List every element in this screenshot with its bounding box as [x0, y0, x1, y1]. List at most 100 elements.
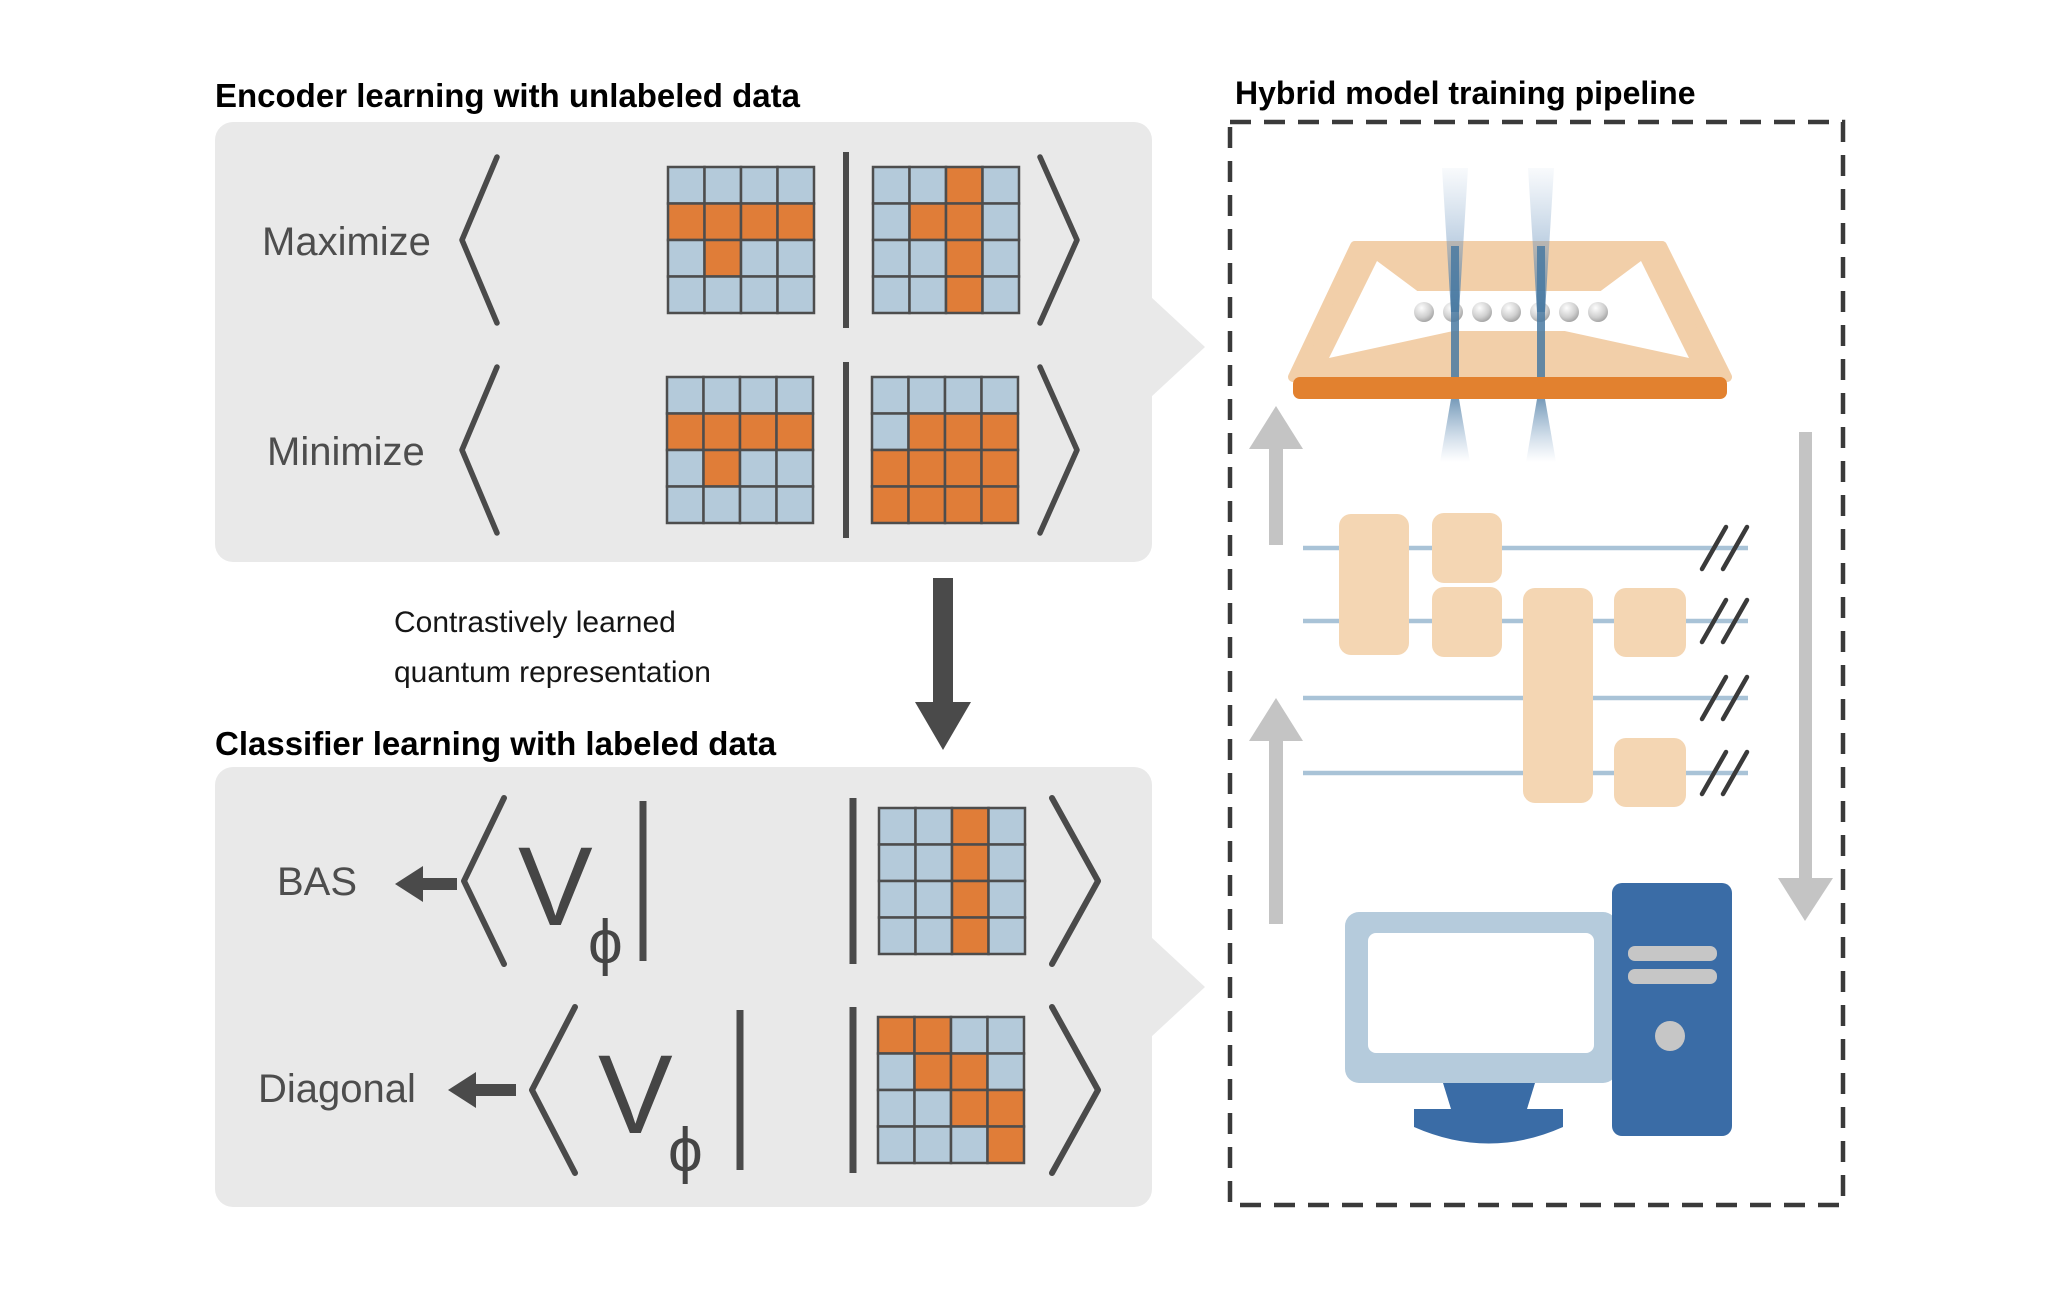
bra-bracket-icon [529, 1004, 578, 1176]
grid-cell [776, 165, 816, 205]
grid-cell [986, 1088, 1026, 1128]
grid-cell [944, 275, 984, 315]
grid-cell [980, 375, 1020, 415]
down-arrow-head [915, 702, 971, 750]
grid-cell [981, 202, 1021, 242]
grid-cell [987, 806, 1027, 846]
quantum-gate [1339, 514, 1409, 655]
grid-cell [665, 485, 705, 525]
grid-cell [908, 238, 948, 278]
grid-cell [943, 412, 983, 452]
tower-vent [1628, 946, 1717, 961]
grid-cell [980, 485, 1020, 525]
grid-cell [908, 275, 948, 315]
grid-cell [914, 843, 954, 883]
grid-cell [913, 1052, 953, 1092]
ket-bracket-icon [1037, 154, 1080, 326]
grid-cell [775, 448, 815, 488]
grid-cell [987, 879, 1027, 919]
grid-cell [914, 916, 954, 956]
transition-caption-line1: Contrastively learned [394, 606, 676, 639]
grid-cell [944, 165, 984, 205]
grid-cell [943, 485, 983, 525]
power-button [1655, 1021, 1685, 1051]
grid-cell [775, 375, 815, 415]
classifier-row-bas: BAS V ϕ [277, 795, 1101, 977]
grid-cell [908, 202, 948, 242]
upload-arrow-icon [1249, 698, 1303, 924]
grid-cell [739, 275, 779, 315]
trapped-ion [1472, 302, 1492, 322]
grid-cell [913, 1088, 953, 1128]
grid-cell [776, 202, 816, 242]
grid-cell [776, 238, 816, 278]
grid-cell [870, 448, 910, 488]
encoder-row-maximize: Maximize [262, 152, 1080, 328]
grid-cell [871, 238, 911, 278]
quantum-gate [1614, 588, 1686, 657]
grid-cell [907, 448, 947, 488]
quantum-gate [1523, 588, 1593, 803]
grid-cell [666, 202, 706, 242]
grid-cell [666, 275, 706, 315]
maximize-right-pattern-grid [871, 165, 1021, 315]
diagonal-label: Diagonal [258, 1067, 416, 1111]
grid-cell [980, 448, 1020, 488]
grid-cell [738, 412, 778, 452]
bra-bracket-icon [459, 364, 500, 536]
trapped-ion [1414, 302, 1434, 322]
grid-cell [981, 275, 1021, 315]
grid-cell [775, 485, 815, 525]
encoder-panel: Encoder learning with unlabeled data Max… [215, 77, 1205, 562]
transition-annotation: Contrastively learned quantum representa… [394, 578, 971, 750]
grid-cell [739, 202, 779, 242]
grid-cell [914, 806, 954, 846]
grid-cell [871, 165, 911, 205]
grid-cell [738, 448, 778, 488]
grid-cell [665, 412, 705, 452]
quantum-gate [1432, 513, 1502, 583]
ket-bracket-icon [1049, 795, 1101, 967]
grid-cell [776, 275, 816, 315]
grid-cell [981, 238, 1021, 278]
down-arrow-shaft [933, 578, 953, 704]
bas-pattern-grid [877, 806, 1027, 956]
grid-cell [775, 412, 815, 452]
encoder-panel-title: Encoder learning with unlabeled data [215, 77, 801, 114]
ion-trap-icon [1288, 168, 1732, 462]
quantum-gate [1432, 587, 1502, 657]
computer-icon [1345, 883, 1732, 1144]
grid-cell [870, 485, 910, 525]
pipeline-title: Hybrid model training pipeline [1235, 75, 1695, 111]
encoder-row-minimize: Minimize [267, 362, 1080, 538]
grid-cell [950, 843, 990, 883]
grid-cell [877, 916, 917, 956]
wire-break-marks [1699, 524, 1750, 797]
download-arrow-icon [1778, 432, 1833, 921]
maximize-label: Maximize [262, 220, 431, 264]
left-arrow-icon [395, 866, 457, 902]
grid-cell [876, 1125, 916, 1165]
classifier-operator-subscript: ϕ [668, 1116, 703, 1185]
grid-cell [944, 202, 984, 242]
trapped-ion [1588, 302, 1608, 322]
grid-cell [665, 375, 705, 415]
laser-beam-icon [1526, 168, 1556, 462]
classifier-panel-pointer [1151, 937, 1205, 1037]
grid-cell [877, 806, 917, 846]
bas-label: BAS [277, 860, 357, 904]
grid-cell [980, 412, 1020, 452]
grid-cell [666, 238, 706, 278]
grid-cell [876, 1052, 916, 1092]
ket-bracket-icon [1049, 1004, 1101, 1176]
minimize-label: Minimize [267, 430, 425, 474]
grid-cell [871, 202, 911, 242]
grid-cell [877, 843, 917, 883]
grid-cell [703, 275, 743, 315]
grid-cell [703, 202, 743, 242]
minimize-right-pattern-grid [870, 375, 1020, 525]
monitor-screen [1368, 933, 1594, 1053]
grid-cell [943, 375, 983, 415]
grid-cell [950, 806, 990, 846]
